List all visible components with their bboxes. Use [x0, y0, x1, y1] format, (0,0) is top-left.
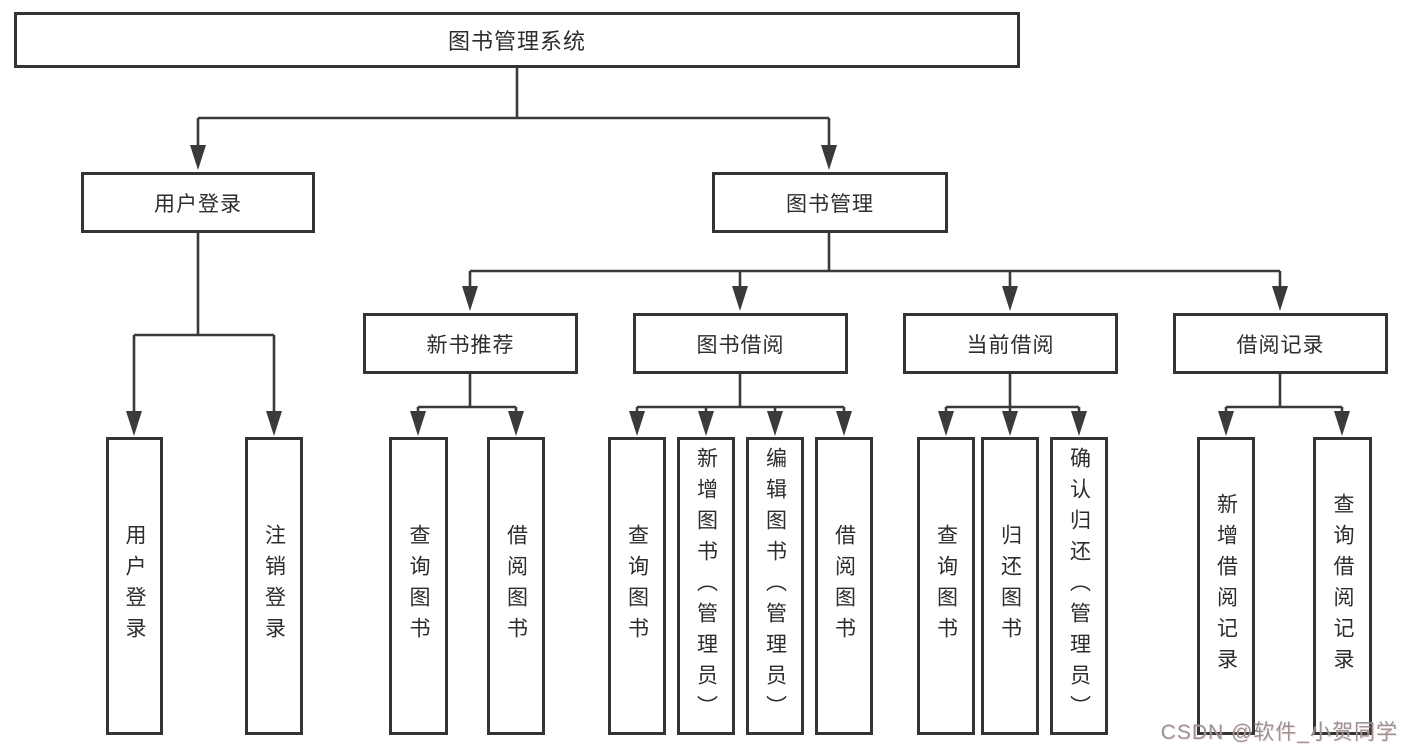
leaf-user-login-label: 用户登录	[123, 524, 146, 648]
leaf-query-borrow-record: 查询借阅记录	[1313, 437, 1372, 735]
leaf-borrow-books-label: 借阅图书	[832, 524, 856, 648]
leaf-logout-login: 注销登录	[245, 437, 303, 735]
node-user-login: 用户登录	[81, 172, 315, 233]
node-book-management: 图书管理	[712, 172, 948, 233]
leaf-add-books-admin-label: 新增图书（管理员）	[694, 446, 718, 726]
leaf-add-borrow-record-label: 新增借阅记录	[1214, 493, 1238, 679]
node-current-borrowing: 当前借阅	[903, 313, 1118, 374]
leaf-return-books: 归还图书	[981, 437, 1039, 735]
leaf-borrow-books: 借阅图书	[815, 437, 873, 735]
leaf-query-books-borrow: 查询图书	[608, 437, 666, 735]
leaf-query-borrow-record-label: 查询借阅记录	[1331, 493, 1354, 679]
leaf-edit-books-admin-label: 编辑图书（管理员）	[763, 446, 787, 726]
leaf-edit-books-admin: 编辑图书（管理员）	[746, 437, 804, 735]
leaf-user-login: 用户登录	[106, 437, 163, 735]
leaf-borrow-books-recommend: 借阅图书	[487, 437, 545, 735]
leaf-query-books-recommend-label: 查询图书	[407, 524, 430, 648]
node-new-book-recommendation: 新书推荐	[363, 313, 578, 374]
leaf-confirm-return-admin-label: 确认归还（管理员）	[1067, 446, 1091, 726]
leaf-add-borrow-record: 新增借阅记录	[1197, 437, 1255, 735]
leaf-query-books-current: 查询图书	[917, 437, 975, 735]
node-book-borrowing: 图书借阅	[633, 313, 848, 374]
leaf-query-books-current-label: 查询图书	[934, 524, 958, 648]
leaf-add-books-admin: 新增图书（管理员）	[677, 437, 735, 735]
leaf-borrow-books-recommend-label: 借阅图书	[504, 524, 528, 648]
leaf-confirm-return-admin: 确认归还（管理员）	[1050, 437, 1108, 735]
leaf-query-books-borrow-label: 查询图书	[625, 524, 649, 648]
leaf-return-books-label: 归还图书	[998, 524, 1022, 648]
leaf-query-books-recommend: 查询图书	[389, 437, 448, 735]
node-library-system: 图书管理系统	[14, 12, 1020, 68]
watermark-text: CSDN @软件_小贺同学	[1160, 721, 1398, 744]
leaf-logout-login-label: 注销登录	[262, 524, 286, 648]
node-borrowing-records: 借阅记录	[1173, 313, 1388, 374]
